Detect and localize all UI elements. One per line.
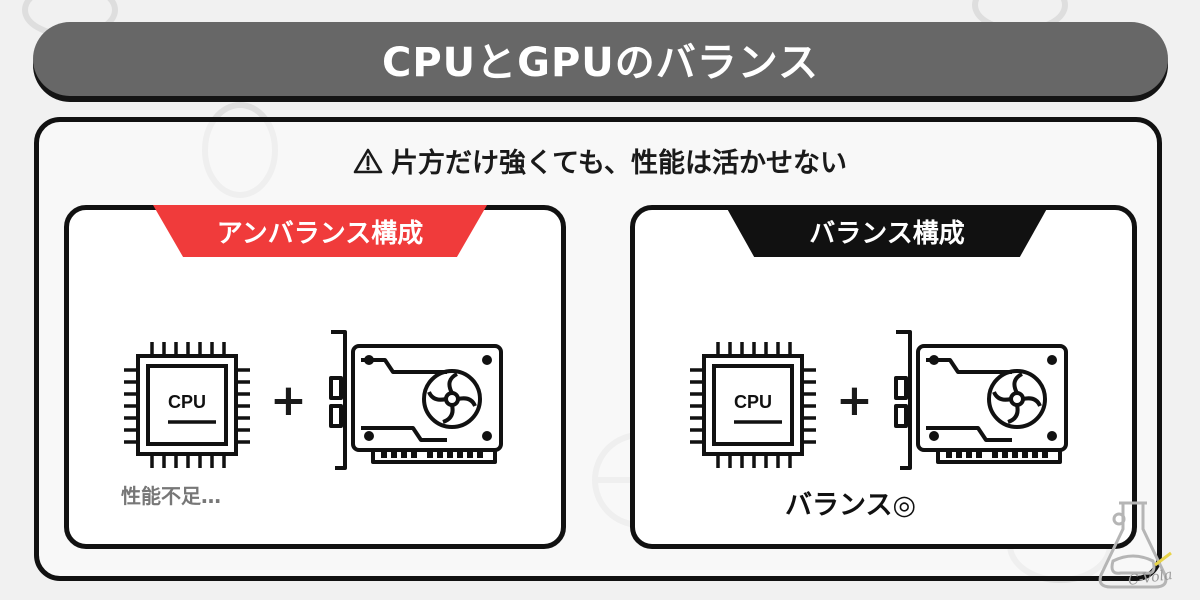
balanced-caption: バランス◎ [785,490,917,521]
unbalanced-caption: 性能不足… [121,484,221,508]
plus-sign: + [836,375,873,426]
warning-triangle-icon [353,148,383,173]
warning-text: 片方だけ強くても、性能は活かせない [390,148,848,179]
cpu-chip-icon: CPU [690,342,816,468]
cpu-chip-icon: CPU [124,342,250,468]
unbalanced-tag: アンバランス構成 [153,205,487,257]
balanced-tag: バランス構成 [725,205,1049,257]
plus-sign: + [270,375,307,426]
gpu-card-icon [329,330,503,470]
cpu-chip-label: CPU [168,392,206,412]
cpu-chip-label: CPU [734,392,772,412]
flask-gamepad-logo-icon [1098,501,1172,589]
gpu-card-icon [894,330,1068,470]
warning-line: 片方だけ強くても、性能は活かせない [0,141,1200,180]
title-banner: CPUとGPUのバランス [33,22,1168,96]
balanced-tag-label: バランス構成 [809,218,965,249]
unbalanced-tag-label: アンバランス構成 [216,218,424,249]
page-title: CPUとGPUのバランス [382,40,819,86]
